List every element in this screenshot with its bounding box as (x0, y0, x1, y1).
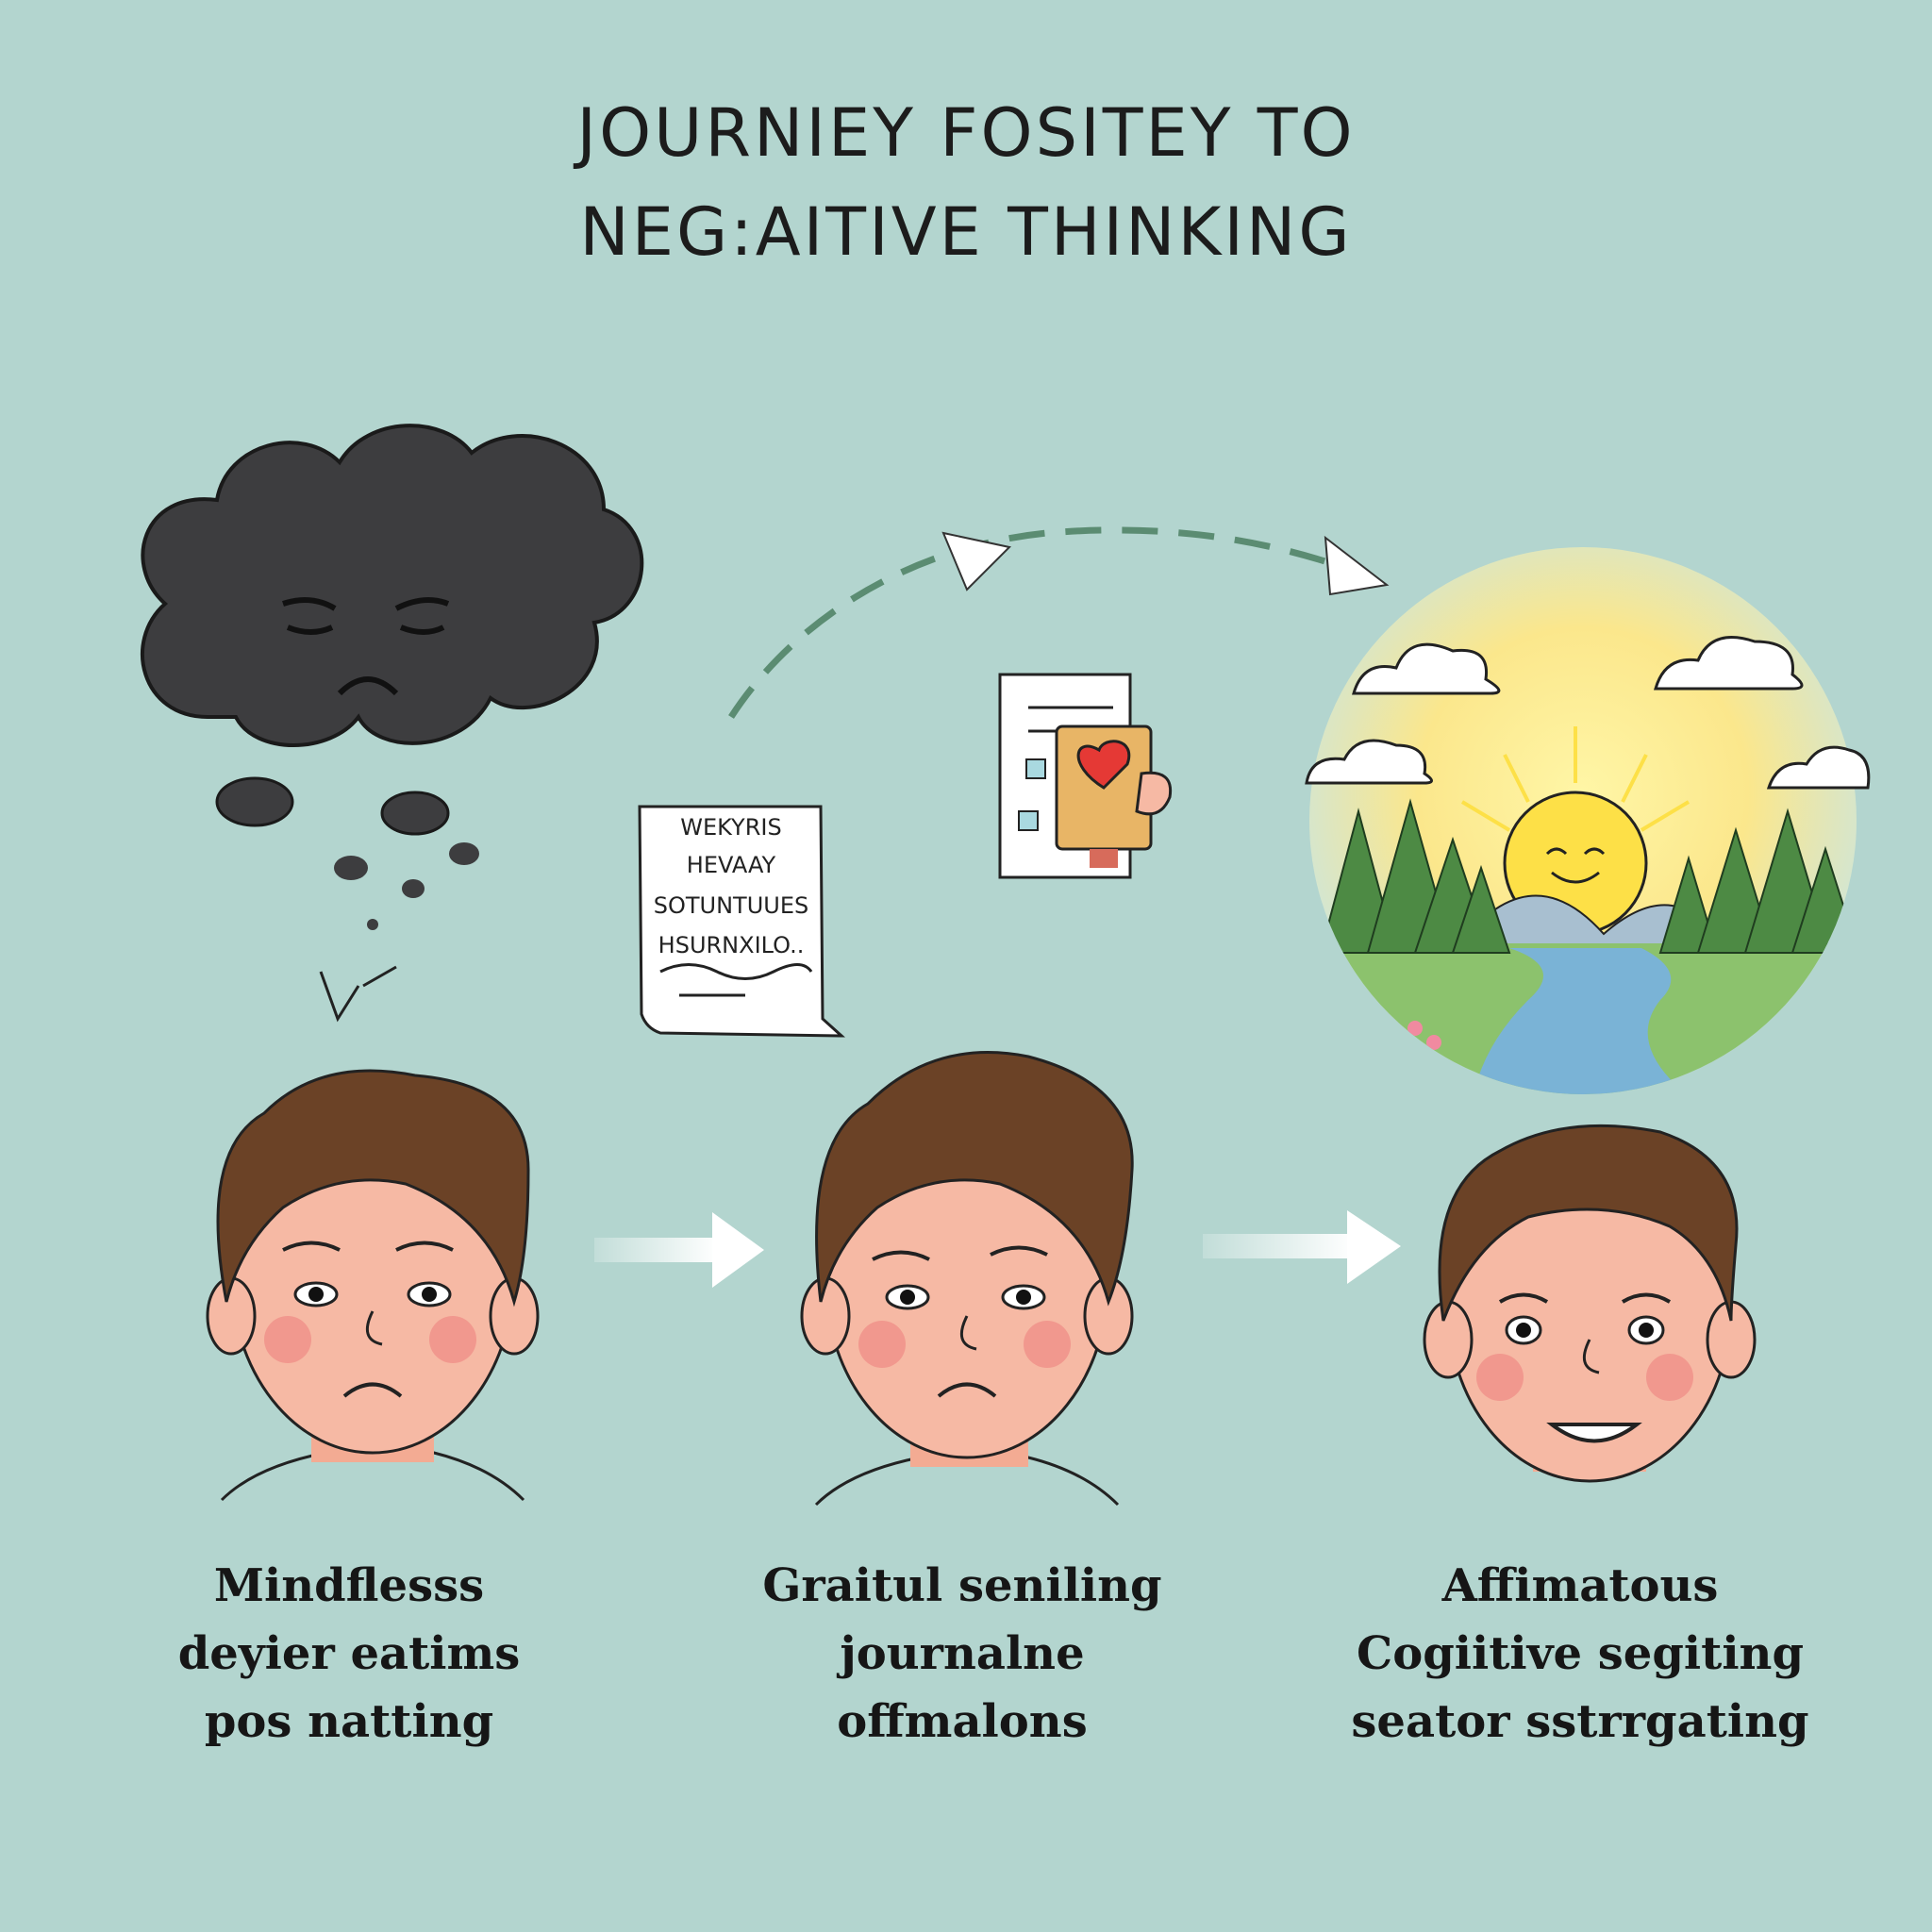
step-2-caption: Graitul seniling journalne offmalons (698, 1552, 1226, 1756)
step-1-caption: Mindflesss deyier eatims pos natting (85, 1552, 613, 1756)
sun-landscape-icon (1305, 547, 1871, 1094)
step-2-line-3: offmalons (837, 1695, 1088, 1748)
person-sad-face (206, 1069, 540, 1502)
step-1-line-2: deyier eatims (177, 1627, 521, 1680)
person-happy-face (1423, 1124, 1757, 1483)
step-1-line-3: pos natting (204, 1695, 494, 1748)
document-line-1: WEKYRIS (680, 814, 781, 841)
document-icon (638, 805, 845, 1038)
arrow-right-icon (594, 1212, 764, 1288)
step-3-line-1: Affimatous (1441, 1559, 1719, 1612)
document-line-2: HEVAAY (687, 852, 776, 878)
journal-card-icon (998, 673, 1173, 879)
arrow-right-icon (1203, 1210, 1401, 1284)
step-3-line-2: Cogiitive segiting (1356, 1627, 1805, 1680)
title-line-1: JOURNIEY FOSITEY TO (576, 94, 1356, 172)
step-2-line-1: Graitul seniling (762, 1559, 1162, 1612)
step-3-line-3: seator sstrrgating (1351, 1695, 1809, 1748)
storm-cloud-icon (141, 424, 644, 1023)
document-line-3: SOTUNTUUES (654, 892, 809, 919)
dashed-arrow-icon (728, 526, 1390, 719)
person-uncertain-face (800, 1051, 1134, 1507)
step-2-line-2: journalne (840, 1627, 1085, 1680)
step-3-caption: Affimatous Cogiitive segiting seator sst… (1316, 1552, 1844, 1756)
step-1-line-1: Mindflesss (213, 1559, 485, 1612)
document-line-4: HSURNXILO.. (658, 932, 805, 958)
title-line-2: NEG:AITIVE THINKING (579, 193, 1353, 271)
